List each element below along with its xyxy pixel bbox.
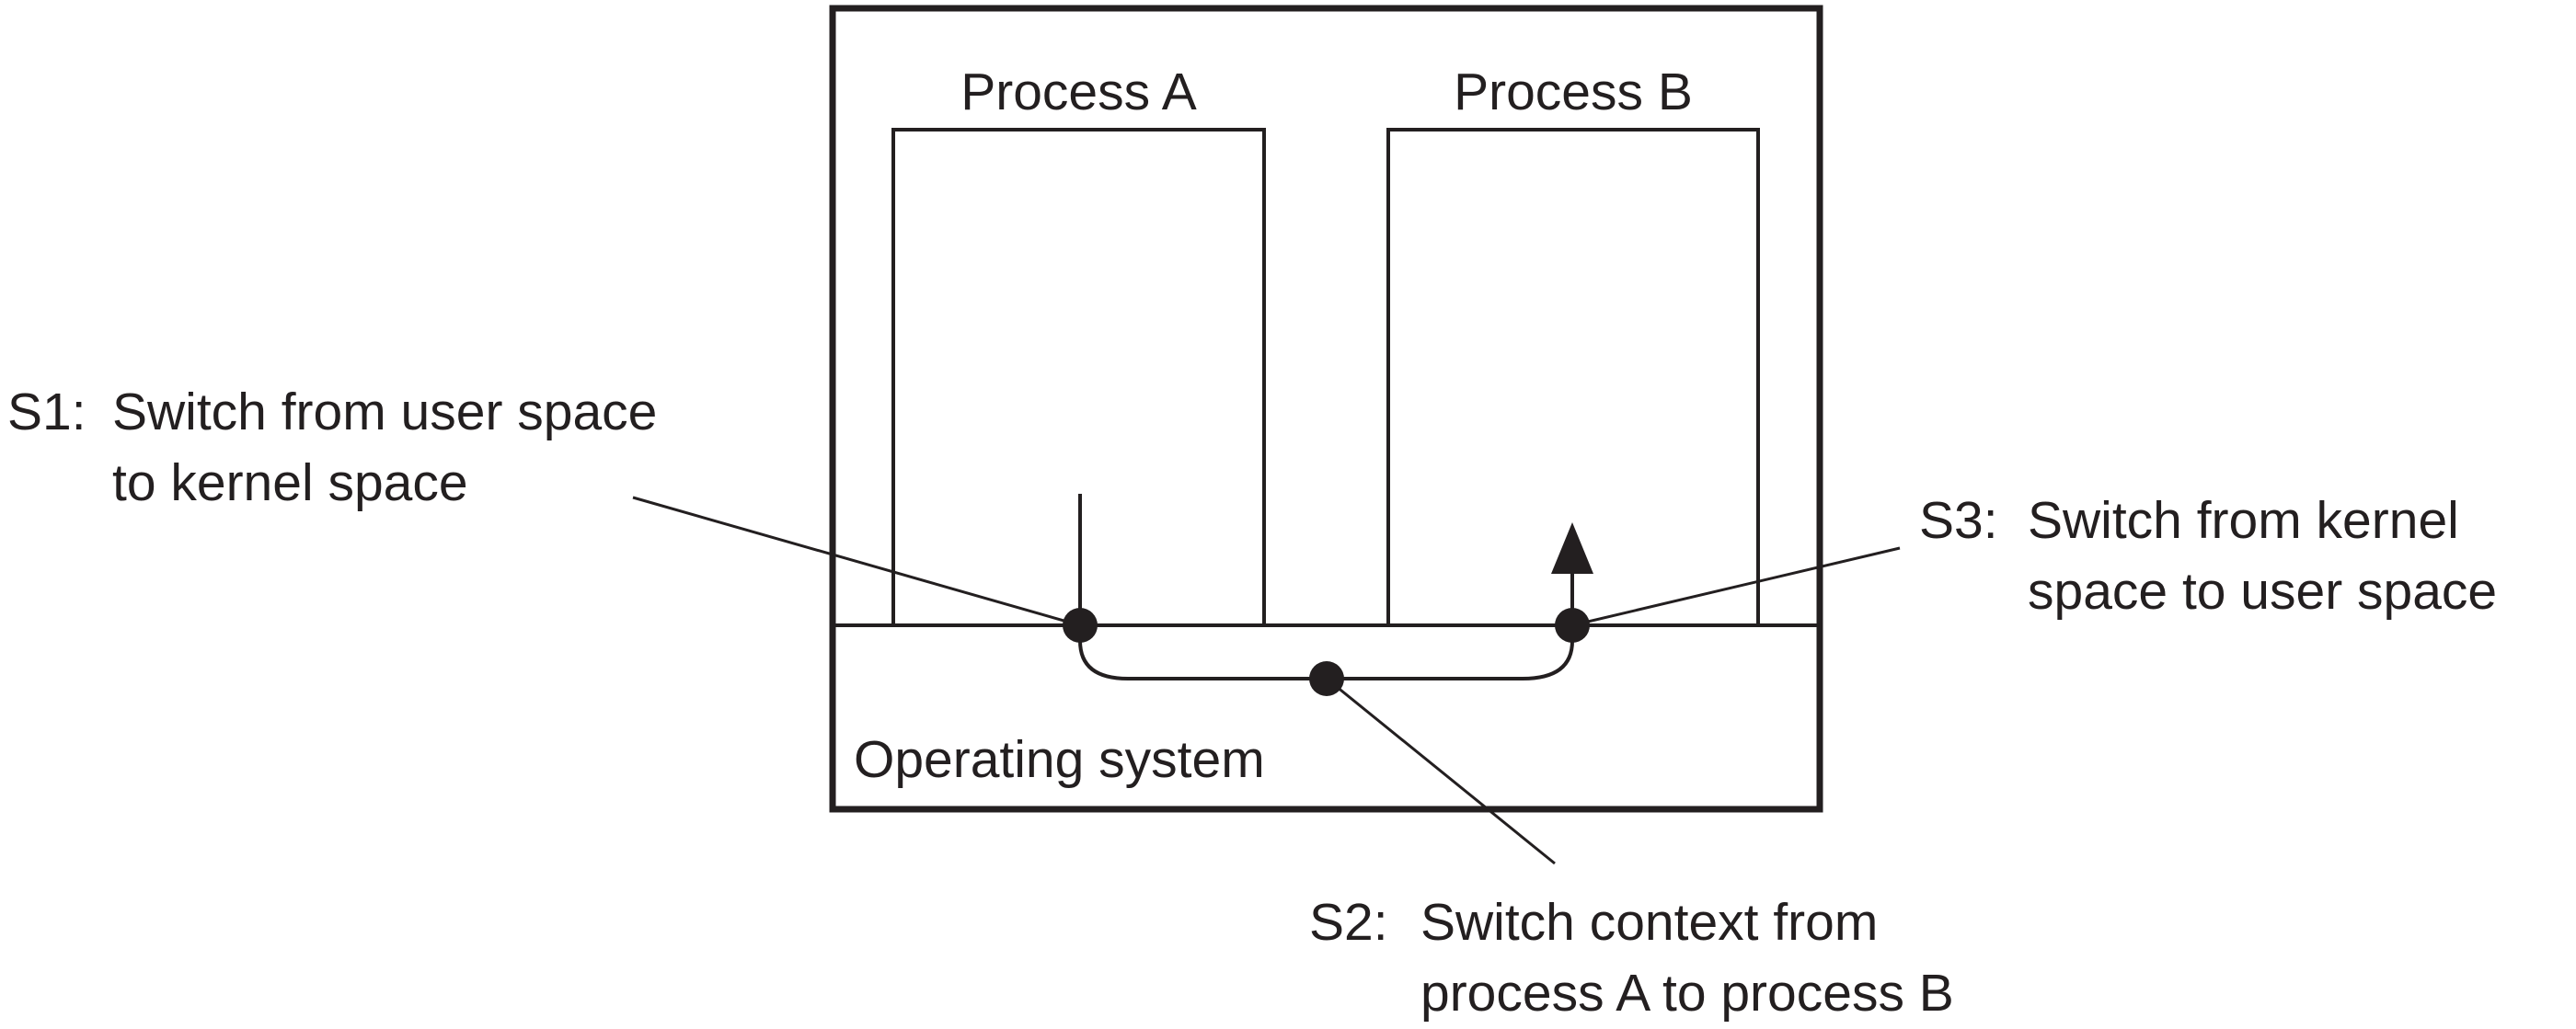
- operating-system-label: Operating system: [854, 730, 1265, 789]
- system-frame: [829, 5, 1823, 813]
- process-b-label: Process B: [1454, 63, 1693, 121]
- s3-prefix: S3:: [1919, 491, 1998, 550]
- arrowhead-icon: [1551, 522, 1593, 574]
- s3-point: [1555, 608, 1590, 643]
- s2-line-1: Switch context from: [1420, 893, 1879, 952]
- s2-line-2: process A to process B: [1420, 964, 1954, 1023]
- s2-point: [1309, 661, 1344, 696]
- s1-label: Switch from user space to kernel space: [112, 377, 657, 519]
- s1-line-2: to kernel space: [112, 453, 468, 512]
- process-b-box: [1386, 128, 1760, 625]
- s1-prefix: S1:: [7, 383, 86, 441]
- s3-leader-line: [1571, 546, 1901, 627]
- s2-label: Switch context from process A to process…: [1420, 887, 1954, 1029]
- s1-leader-line: [632, 496, 1081, 627]
- s2-prefix: S2:: [1309, 893, 1388, 952]
- s1-line-1: Switch from user space: [112, 383, 658, 441]
- s3-line-1: Switch from kernel: [2028, 491, 2459, 550]
- s2-leader-line: [1326, 677, 1556, 865]
- s3-label: Switch from kernel space to user space: [2028, 486, 2497, 627]
- process-a-label: Process A: [960, 63, 1197, 121]
- s1-point: [1063, 608, 1098, 643]
- process-a-box: [891, 128, 1266, 625]
- s3-line-2: space to user space: [2028, 562, 2498, 621]
